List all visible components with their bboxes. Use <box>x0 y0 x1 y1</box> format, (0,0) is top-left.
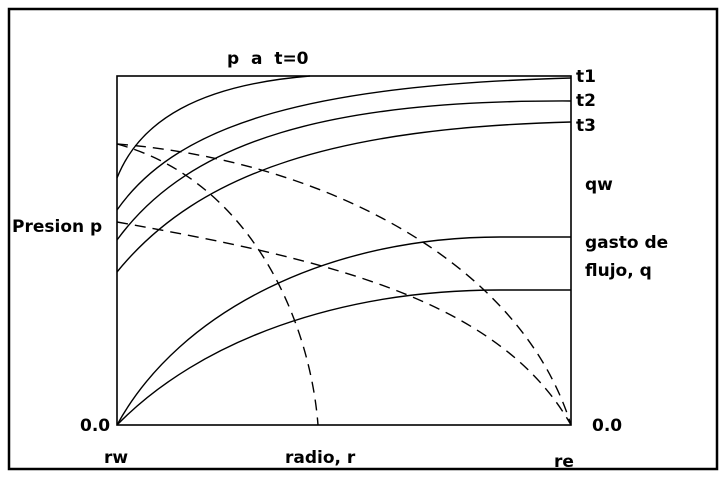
label-t2: t2 <box>576 91 596 111</box>
flow-rate-curve-2 <box>116 289 571 426</box>
label-radius: radio, r <box>285 448 356 468</box>
label-rw: rw <box>104 448 128 468</box>
label-t3: t3 <box>576 116 596 136</box>
pressure-curve-t3 <box>116 121 572 273</box>
label-qw: qw <box>585 175 613 195</box>
label-pressure-t0: p a t=0 <box>227 49 309 69</box>
plot-box <box>116 75 572 426</box>
pressure-curve-t0 <box>116 75 311 179</box>
dashed-curve-c <box>116 221 572 426</box>
label-re: re <box>554 452 574 472</box>
outer-frame <box>7 7 719 471</box>
label-y-zero-left: 0.0 <box>80 416 110 436</box>
dashed-curve-b <box>116 143 572 426</box>
label-rate-line1: gasto de <box>585 233 668 253</box>
label-rate-line2: flujo, q <box>585 261 652 281</box>
label-t1: t1 <box>576 67 596 87</box>
dashed-curve-a <box>116 143 319 426</box>
pressure-curve-t2 <box>116 100 572 241</box>
label-y-axis: Presion p <box>12 217 102 237</box>
flow-rate-curve-1 <box>116 236 571 426</box>
label-zero-right: 0.0 <box>592 416 622 436</box>
pressure-curve-t1 <box>116 77 572 211</box>
